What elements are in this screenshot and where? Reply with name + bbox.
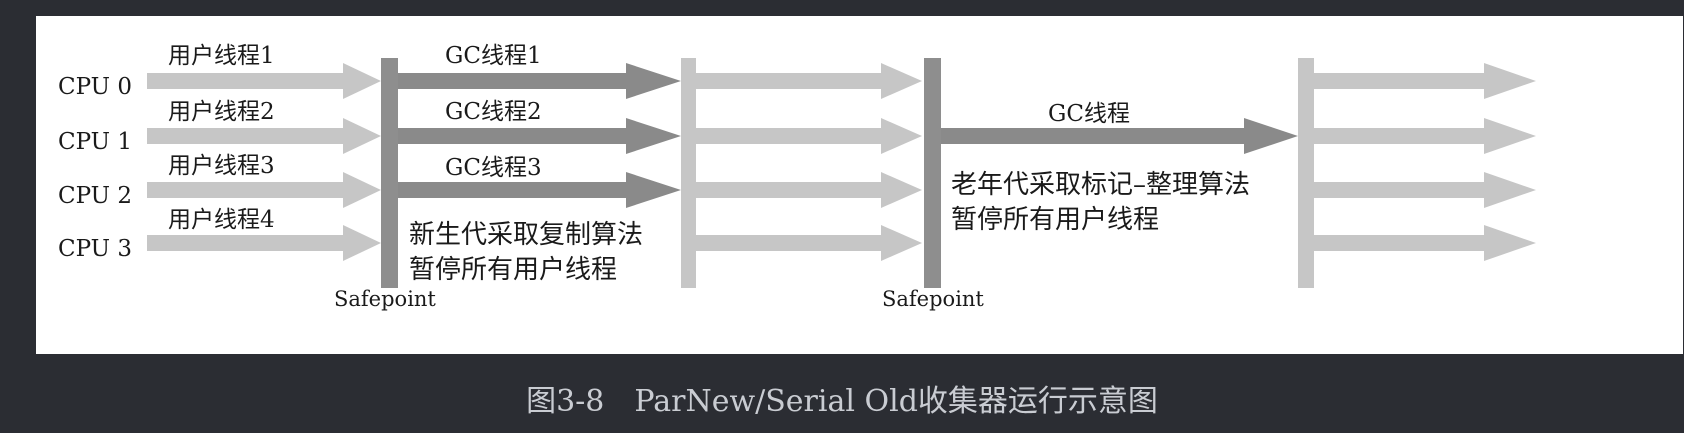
user-thread-label-2: 用户线程2 [168, 99, 275, 125]
cpu-label-3: CPU 3 [58, 236, 132, 262]
safepoint-bar-2 [924, 58, 941, 288]
resumed-thread-arrow-2 [696, 118, 922, 154]
cpu-label-0: CPU 0 [58, 74, 132, 100]
final-thread-arrow-4 [1314, 225, 1536, 261]
final-thread-arrow-2 [1314, 118, 1536, 154]
resume-marker-2 [1298, 58, 1314, 288]
young-gen-note-line-1: 新生代采取复制算法 [409, 220, 643, 250]
cpu-label-1: CPU 1 [58, 129, 132, 155]
figure-caption: 图3-8 ParNew/Serial Old收集器运行示意图 [526, 384, 1158, 419]
gc-thread-arrow-2 [398, 118, 681, 154]
user-thread-label-1: 用户线程1 [168, 43, 275, 69]
diagram-panel: CPU 0 CPU 1 CPU 2 CPU 3 用户线程1 用户线程2 用户线程… [36, 16, 1683, 354]
gc-thread-arrow-3 [398, 172, 681, 208]
resumed-thread-arrow-1 [696, 63, 922, 99]
user-thread-arrow-1 [147, 63, 381, 99]
resumed-thread-arrow-4 [696, 225, 922, 261]
user-thread-arrow-4 [147, 225, 381, 261]
gc-thread-label-1: GC线程1 [445, 43, 542, 69]
user-thread-label-4: 用户线程4 [168, 207, 275, 233]
old-gen-note-line-1: 老年代采取标记–整理算法 [951, 170, 1250, 200]
gc-thread-label-2: GC线程2 [445, 99, 542, 125]
safepoint-bar-1 [381, 58, 398, 288]
gc-thread-label-3: GC线程3 [445, 155, 542, 181]
gc-thread-old-arrow [941, 118, 1298, 154]
gc-thread-old-label: GC线程 [1048, 101, 1130, 127]
user-thread-label-3: 用户线程3 [168, 153, 275, 179]
old-gen-note-line-2: 暂停所有用户线程 [951, 205, 1159, 235]
safepoint-label-1: Safepoint [334, 287, 436, 311]
user-thread-arrow-3 [147, 172, 381, 208]
final-thread-arrow-1 [1314, 63, 1536, 99]
safepoint-label-2: Safepoint [882, 287, 984, 311]
parnew-serial-old-diagram: CPU 0 CPU 1 CPU 2 CPU 3 用户线程1 用户线程2 用户线程… [58, 43, 1536, 311]
final-thread-arrow-3 [1314, 172, 1536, 208]
resumed-thread-arrow-3 [696, 172, 922, 208]
resume-marker-1 [681, 58, 696, 288]
young-gen-note-line-2: 暂停所有用户线程 [409, 255, 617, 285]
gc-thread-arrow-1 [398, 63, 681, 99]
cpu-label-2: CPU 2 [58, 183, 132, 209]
user-thread-arrow-2 [147, 118, 381, 154]
